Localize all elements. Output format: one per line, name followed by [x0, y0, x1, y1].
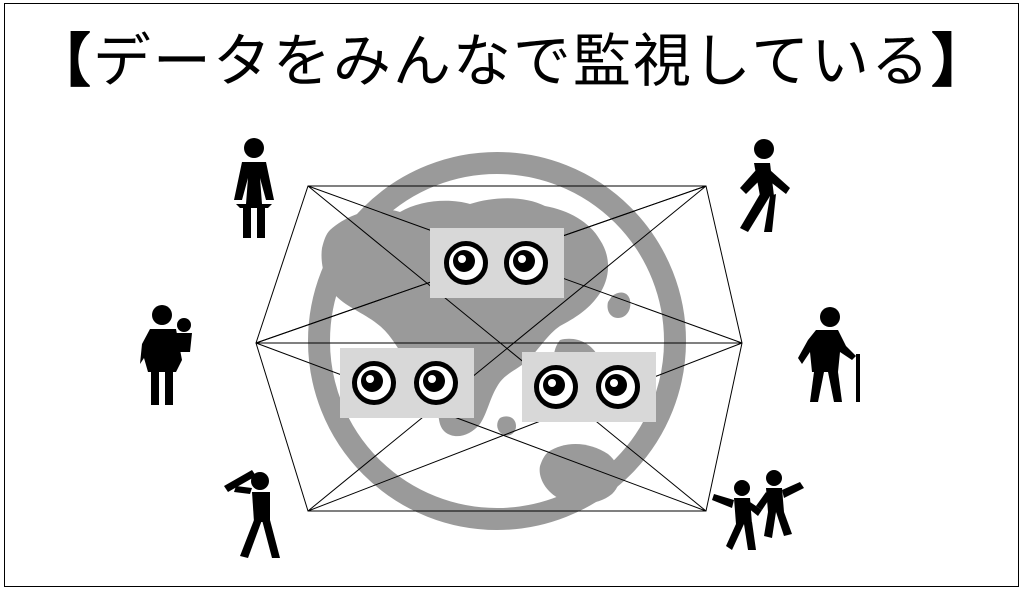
walking-man-icon: [740, 139, 790, 232]
eye-left: [444, 241, 488, 285]
title-close-bracket: 】: [931, 27, 992, 95]
woman-icon: [234, 138, 274, 238]
playing-children-icon: [712, 470, 804, 550]
eyes-icon: [522, 352, 656, 422]
diagram-title: 【データをみんなで監視している】: [0, 26, 1024, 96]
earth-globe-icon: [308, 152, 686, 530]
title-open-bracket: 【: [32, 27, 93, 95]
eye-left: [534, 365, 578, 409]
eye-left: [352, 361, 396, 405]
eye-right: [414, 361, 458, 405]
network-lines: [255, 185, 743, 512]
batter-icon: [224, 470, 280, 558]
eye-right: [596, 365, 640, 409]
eye-right: [504, 241, 548, 285]
eyes-icon: [340, 348, 474, 418]
eyes-icon: [430, 228, 564, 298]
elderly-person-icon: [798, 307, 860, 402]
title-text: データをみんなで監視している: [92, 27, 932, 95]
woman-with-child-icon: [140, 305, 192, 405]
